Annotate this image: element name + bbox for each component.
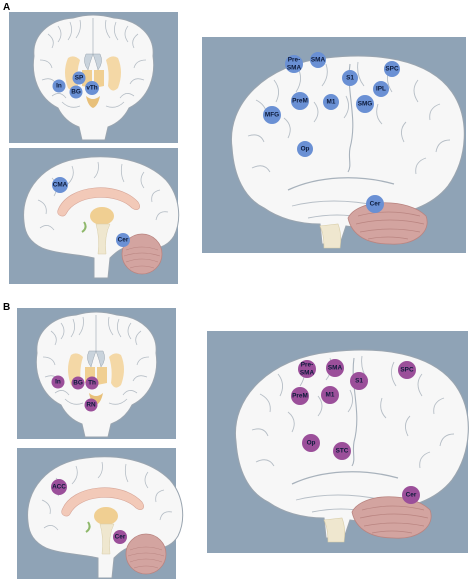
region-marker-in: In <box>52 79 66 93</box>
svg-text:vTh: vTh <box>86 85 97 92</box>
svg-text:Cer: Cer <box>406 492 417 499</box>
svg-text:PreM: PreM <box>292 393 308 400</box>
svg-text:PreM: PreM <box>292 98 308 105</box>
svg-text:S1: S1 <box>346 75 354 82</box>
region-marker-stc: STC <box>333 442 351 460</box>
region-marker-bg: BG <box>71 376 85 390</box>
region-marker-ipl: IPL <box>373 81 389 97</box>
svg-text:Op: Op <box>301 146 310 153</box>
svg-text:MFG: MFG <box>265 112 279 119</box>
region-marker-s1: S1 <box>342 70 358 86</box>
svg-text:SMA: SMA <box>328 365 343 372</box>
svg-text:Pre-: Pre- <box>288 57 300 64</box>
region-marker-sp: SP <box>72 71 86 85</box>
region-marker-rn: RN <box>84 398 98 412</box>
svg-text:SMA: SMA <box>311 57 326 64</box>
region-marker-in: In <box>51 375 65 389</box>
svg-text:Cer: Cer <box>118 237 129 244</box>
region-marker-spc: SPC <box>398 361 416 379</box>
region-marker-cma: CMA <box>52 177 68 193</box>
region-marker-bg: BG <box>69 85 83 99</box>
region-marker-m1: M1 <box>323 94 339 110</box>
svg-text:SPC: SPC <box>400 367 414 374</box>
region-marker-m1: M1 <box>321 386 339 404</box>
region-marker-smg: SMG <box>356 95 374 113</box>
svg-text:SMG: SMG <box>358 101 373 108</box>
pre-sma-line2: SMA <box>300 370 315 377</box>
region-marker-prem: PreM <box>291 387 309 405</box>
region-marker-spc: SPC <box>384 61 400 77</box>
region-marker-pre-sma: Pre- SMA <box>285 55 303 73</box>
svg-text:STC: STC <box>336 448 349 455</box>
region-marker-acc: ACC <box>51 479 67 495</box>
svg-text:SP: SP <box>75 75 84 82</box>
region-marker-lateral-cer: Cer <box>402 486 420 504</box>
region-marker-mfg: MFG <box>263 106 281 124</box>
region-marker-cer: Cer <box>116 233 130 247</box>
svg-text:Op: Op <box>307 440 316 447</box>
region-marker-cer: Cer <box>113 530 127 544</box>
svg-text:In: In <box>56 83 62 90</box>
svg-text:CMA: CMA <box>53 182 68 189</box>
panel-letter-a: A <box>3 2 11 13</box>
region-marker-vth: vTh <box>85 81 99 95</box>
svg-text:BG: BG <box>73 380 83 387</box>
region-marker-sma: SMA <box>326 359 344 377</box>
svg-text:BG: BG <box>71 89 81 96</box>
region-marker-s1: S1 <box>350 372 368 390</box>
region-marker-op: Op <box>297 141 313 157</box>
svg-text:ACC: ACC <box>52 484 66 491</box>
svg-text:SPC: SPC <box>385 66 399 73</box>
svg-text:S1: S1 <box>355 378 363 385</box>
svg-text:IPL: IPL <box>376 86 386 93</box>
region-marker-op: Op <box>302 434 320 452</box>
svg-text:Cer: Cer <box>370 201 381 208</box>
svg-text:M1: M1 <box>327 99 336 106</box>
svg-text:M1: M1 <box>326 392 335 399</box>
region-marker-sma: SMA <box>310 52 326 68</box>
svg-text:Cer: Cer <box>115 534 126 541</box>
panel-letter-b: B <box>3 302 11 313</box>
svg-text:RN: RN <box>86 402 96 409</box>
pre-sma-line2: SMA <box>287 65 302 72</box>
svg-text:In: In <box>55 379 61 386</box>
region-marker-th: Th <box>85 376 99 390</box>
region-marker-lateral-cer: Cer <box>366 195 384 213</box>
svg-text:Th: Th <box>88 380 96 387</box>
region-marker-pre-sma: Pre- SMA <box>298 360 316 378</box>
svg-text:Pre-: Pre- <box>301 362 313 369</box>
region-marker-prem: PreM <box>291 92 309 110</box>
